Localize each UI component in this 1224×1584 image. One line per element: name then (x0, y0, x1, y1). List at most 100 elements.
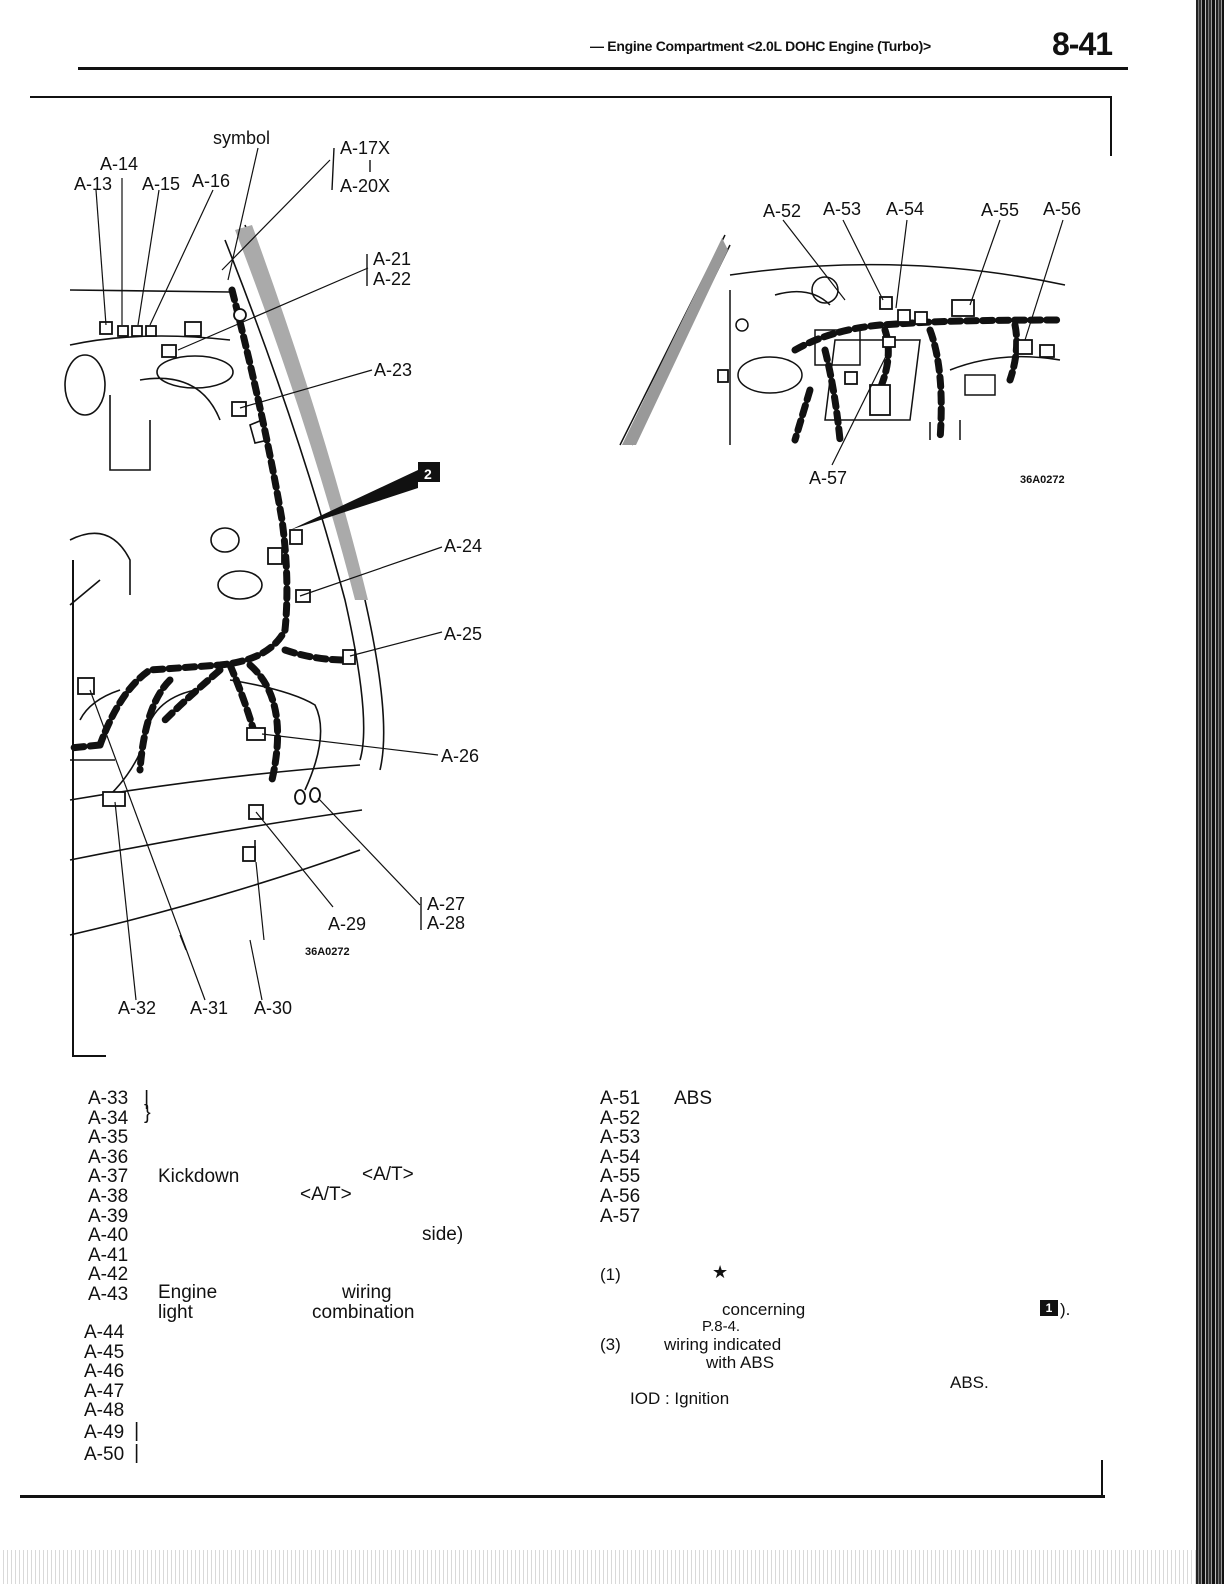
left-connector-list-bottom: A-44 A-45 A-46 A-47 A-48 A-49 A-50 (84, 1323, 124, 1464)
right-frame-line (1110, 96, 1112, 156)
label-a27: A-27 (427, 894, 465, 914)
list-code: A-47 (84, 1380, 125, 1402)
list-code: A-43 (88, 1283, 129, 1305)
label-a31: A-31 (190, 998, 228, 1018)
text-light: light (158, 1302, 193, 1323)
label-a26: A-26 (441, 746, 479, 766)
text-at-2: <A/T> (300, 1184, 352, 1205)
right-body-outline (619, 234, 1066, 446)
text-side: side) (422, 1224, 464, 1245)
list-code: A-53 (600, 1127, 641, 1149)
list-code: A-34 (88, 1107, 129, 1129)
label-a57: A-57 (809, 468, 847, 488)
label-a13: A-13 (74, 174, 112, 194)
label-a32: A-32 (118, 998, 156, 1018)
fender-hatch (235, 225, 368, 600)
list-code: A-51 (600, 1088, 641, 1109)
callout-wedge (290, 470, 418, 530)
right-connectors (717, 296, 1055, 416)
text-abs: ABS (674, 1088, 713, 1109)
label-a16: A-16 (192, 171, 230, 191)
text-at-1: <A/T> (362, 1164, 414, 1185)
list-code: A-40 (88, 1225, 129, 1247)
bottom-scan-artifact (0, 1550, 1200, 1584)
star-symbol: ★ (712, 1262, 729, 1282)
right-figure-code: 36A0272 (1020, 474, 1065, 486)
text-engine: Engine (158, 1282, 218, 1303)
label-a29: A-29 (328, 914, 366, 934)
list-code: A-37 (88, 1166, 129, 1188)
list-code: A-33 (88, 1088, 129, 1109)
callout-box-2 (418, 462, 440, 482)
list-code: A-38 (88, 1185, 129, 1207)
list-code: A-36 (88, 1146, 129, 1168)
bracket-a17x-a20x (331, 147, 371, 191)
label-a53: A-53 (823, 199, 861, 219)
callout-label-2: 2 (424, 466, 432, 482)
label-a14: A-14 (100, 154, 138, 174)
connectors (77, 308, 356, 862)
bottom-right-frame-line (1101, 1460, 1103, 1496)
bracket-a50: | (134, 1442, 140, 1464)
label-a56: A-56 (1043, 199, 1081, 219)
label-a17x: A-17X (340, 138, 390, 158)
label-a25: A-25 (444, 624, 482, 644)
label-a20x: A-20X (340, 176, 390, 196)
list-code: A-41 (88, 1244, 129, 1266)
list-code: A-35 (88, 1127, 129, 1149)
list-code: A-50 (84, 1443, 125, 1465)
engine-compartment-right-diagram: A-52 A-53 A-54 A-55 A-56 A-57 36A0272 (619, 199, 1081, 488)
text-wiring: wiring (342, 1282, 392, 1303)
label-a22: A-22 (373, 269, 411, 289)
label-a55: A-55 (981, 200, 1019, 220)
list-code: A-56 (600, 1185, 641, 1207)
text-abs-2: ABS. (950, 1373, 989, 1392)
list-code: A-46 (84, 1361, 125, 1383)
leader-lines (89, 147, 443, 1001)
text-kickdown: Kickdown (158, 1166, 240, 1187)
bracket-a33-a34: | (144, 1088, 150, 1110)
label-a21: A-21 (373, 249, 411, 269)
label-a24: A-24 (444, 536, 482, 556)
label-a23: A-23 (374, 360, 412, 380)
header-rule (78, 67, 1128, 70)
note-3: (3) (600, 1335, 621, 1354)
label-a54: A-54 (886, 199, 924, 219)
list-code: A-39 (88, 1205, 129, 1227)
label-symbol: symbol (213, 128, 270, 148)
left-frame-foot (72, 1055, 106, 1057)
right-connector-list: A-51 A-52 A-53 A-54 A-55 A-56 A-57 (600, 1089, 640, 1226)
label-a15: A-15 (142, 174, 180, 194)
text-page-ref: P.8-4. (702, 1318, 741, 1335)
right-fender-hatch (622, 238, 728, 445)
top-frame-line (30, 96, 1112, 98)
engine-compartment-left-diagram: 2 symbol A-14 A-13 A-15 A-16 A-17X A-20X… (64, 128, 482, 1018)
header-title: — Engine Compartment <2.0L DOHC Engine (… (590, 38, 931, 54)
bottom-frame-line (20, 1495, 1105, 1498)
right-wiring-harness (791, 316, 1064, 444)
left-figure-code: 36A0272 (305, 946, 350, 958)
right-leader-lines (782, 219, 1064, 466)
text-combination: combination (312, 1302, 415, 1323)
list-code: A-48 (84, 1400, 125, 1422)
list-code: A-55 (600, 1166, 641, 1188)
list-code: A-44 (84, 1322, 125, 1343)
bracket-a33-a34-lower: } (144, 1102, 151, 1124)
label-a28: A-28 (427, 913, 465, 933)
text-with-abs: with ABS (706, 1353, 775, 1372)
left-frame-line (72, 560, 74, 1055)
text-concerning: concerning (722, 1300, 806, 1319)
list-code: A-49 (84, 1421, 125, 1443)
note-1: (1) (600, 1265, 621, 1284)
label-a52: A-52 (763, 201, 801, 221)
page-edge-scan-artifact (1196, 0, 1224, 1584)
list-code: A-54 (600, 1146, 641, 1168)
list-code: A-57 (600, 1205, 641, 1227)
text-iod: IOD : Ignition (630, 1389, 730, 1408)
label-a30: A-30 (254, 998, 292, 1018)
list-code: A-52 (600, 1107, 641, 1129)
list-code: A-45 (84, 1341, 125, 1363)
text-paren: ). (1060, 1300, 1071, 1319)
left-connector-list-top: A-33 A-34 A-35 A-36 A-37 A-38 A-39 A-40 … (88, 1089, 128, 1305)
page-number: 8-41 (1052, 26, 1113, 62)
